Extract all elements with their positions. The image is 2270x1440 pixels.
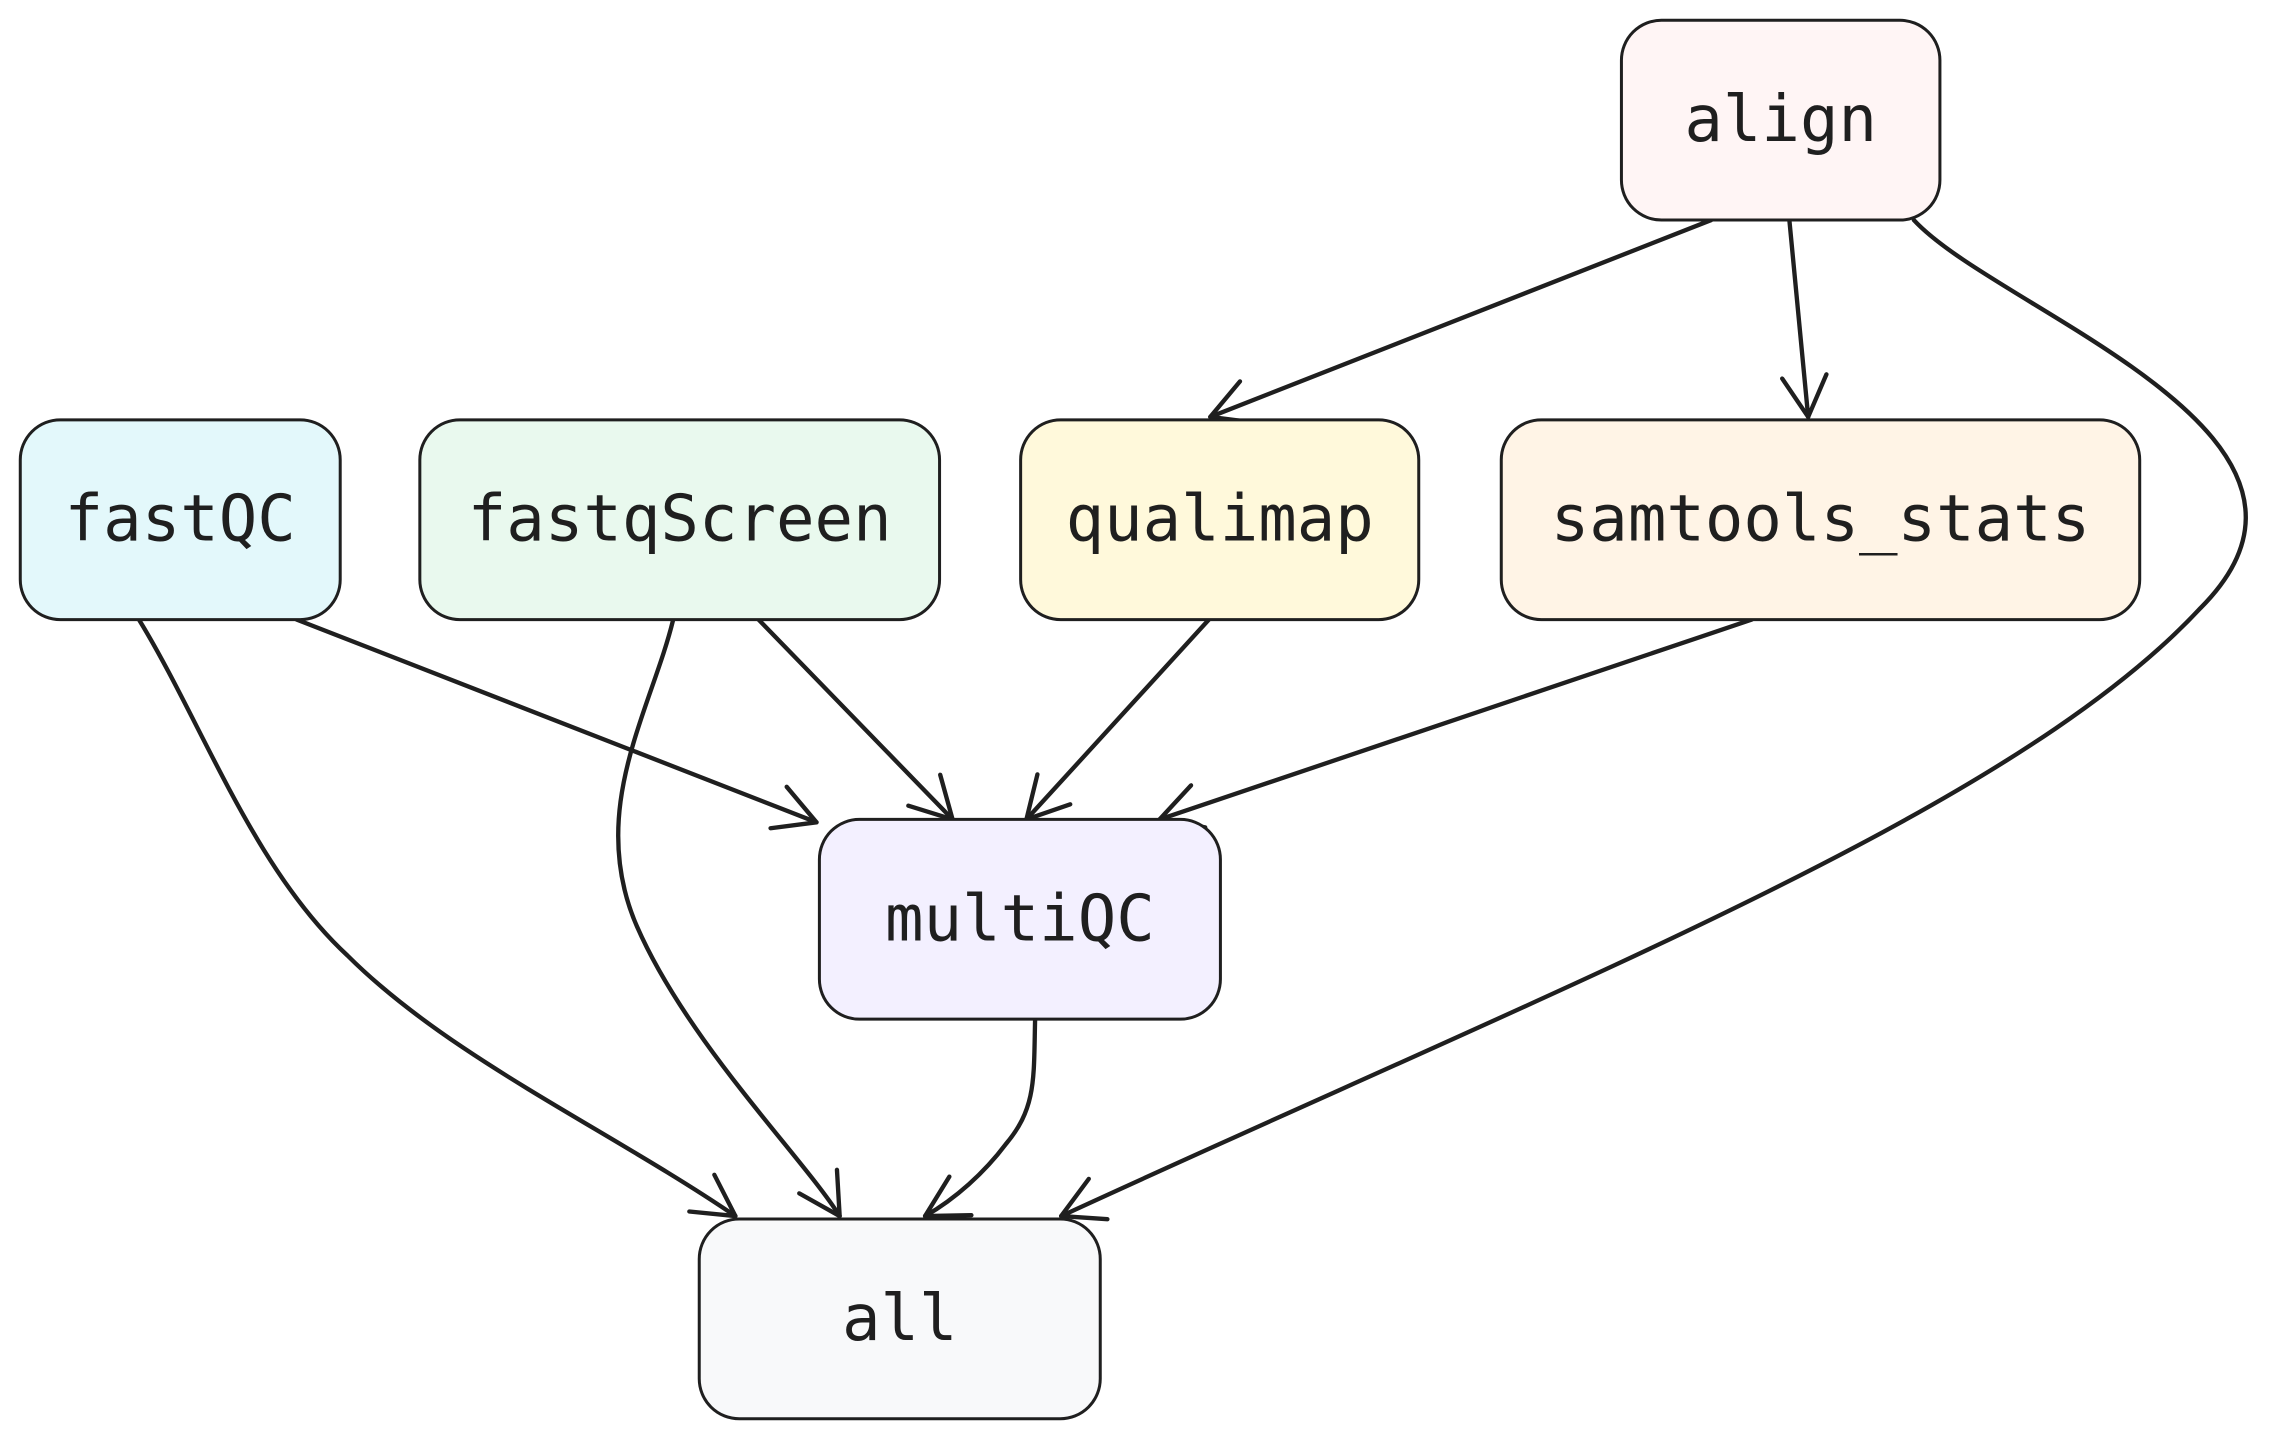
node-multiQC[interactable]: multiQC — [817, 817, 1222, 1021]
node-fastQC[interactable]: fastQC — [18, 418, 342, 622]
node-all[interactable]: all — [697, 1217, 1102, 1421]
edge-line — [615, 617, 842, 1219]
edge-line — [136, 617, 738, 1219]
node-label: samtools_stats — [1551, 483, 2090, 557]
node-box[interactable] — [1499, 418, 2142, 622]
node-fastqScreen[interactable]: fastqScreen — [418, 418, 942, 622]
node-label: align — [1684, 83, 1877, 157]
edge-align-to-all — [1058, 217, 2248, 1222]
node-label: fastqScreen — [468, 483, 892, 557]
edge-fastQC-to-multiQC — [294, 617, 819, 831]
node-label: multiQC — [885, 882, 1155, 956]
edge-qualimap-to-multiQC — [1024, 617, 1212, 822]
edge-line — [1787, 217, 1811, 420]
edge-fastQC-to-all — [136, 617, 738, 1219]
edge-line — [922, 1017, 1038, 1219]
node-box[interactable] — [418, 418, 942, 622]
edge-line — [1208, 217, 1714, 420]
arrow-head-icon — [768, 784, 819, 831]
node-align[interactable]: align — [1619, 18, 1942, 222]
edge-align-to-samtools_stats — [1780, 217, 1829, 420]
node-box[interactable] — [817, 817, 1222, 1021]
arrow-head-icon — [1058, 1176, 1110, 1222]
node-qualimap[interactable]: qualimap — [1019, 418, 1421, 622]
edge-line — [294, 617, 819, 825]
edge-line — [1157, 617, 1754, 822]
node-box[interactable] — [1619, 18, 1942, 222]
node-label: qualimap — [1066, 483, 1374, 557]
edge-line — [1058, 217, 2248, 1219]
node-box[interactable] — [1019, 418, 1421, 622]
edge-multiQC-to-all — [922, 1017, 1038, 1219]
edge-fastqScreen-to-all — [615, 617, 842, 1219]
node-box[interactable] — [697, 1217, 1102, 1421]
node-label: fastQC — [65, 483, 296, 557]
arrow-head-icon — [922, 1174, 974, 1219]
edge-line — [1024, 617, 1212, 822]
arrow-head-icon — [797, 1167, 842, 1219]
node-samtools-stats[interactable]: samtools_stats — [1499, 418, 2142, 622]
arrow-head-icon — [687, 1172, 738, 1219]
nodes-layer: align fastQC fastqScreen qualimap samtools_s… — [18, 18, 2142, 1421]
edge-line — [756, 617, 955, 822]
arrow-head-icon — [1780, 372, 1829, 420]
node-label: all — [842, 1282, 958, 1356]
edge-align-to-qualimap — [1208, 217, 1714, 425]
edge-samtools_stats-to-multiQC — [1157, 617, 1754, 830]
edges-layer — [136, 217, 2248, 1222]
node-box[interactable] — [18, 418, 342, 622]
